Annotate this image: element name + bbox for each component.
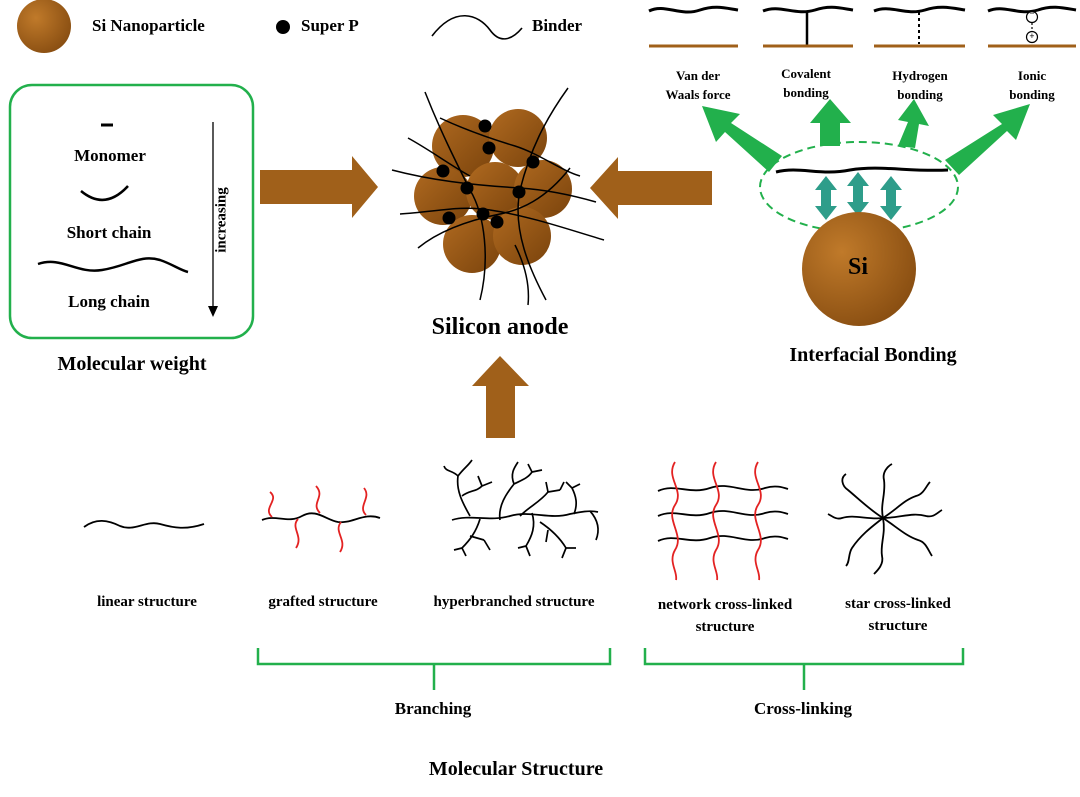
covalent-label-line1: Covalent bbox=[781, 66, 831, 81]
ionic-bond-icon bbox=[987, 5, 1077, 48]
network-structure-label-line2: structure bbox=[695, 619, 755, 635]
short-chain-label: Short chain bbox=[66, 223, 152, 242]
covalent-bond-icon bbox=[762, 5, 854, 48]
silicon-anode-cluster bbox=[391, 87, 605, 306]
long-chain-label: Long chain bbox=[68, 292, 150, 311]
arrow-structure-to-anode bbox=[472, 356, 529, 438]
covalent-label-line2: bonding bbox=[783, 85, 829, 100]
green-arrow-hydrogen bbox=[898, 99, 929, 148]
star-structure-label-line1: star cross-linked bbox=[845, 596, 951, 612]
ionic-minus-sign: − bbox=[1029, 8, 1035, 18]
molecular-structure-title: Molecular Structure bbox=[428, 758, 604, 780]
molecular-weight-title: Molecular weight bbox=[57, 353, 207, 375]
silicon-anode-title: Silicon anode bbox=[431, 314, 569, 340]
vdw-label-line1: Van der bbox=[676, 68, 720, 83]
arrow-bonding-to-anode bbox=[590, 157, 712, 219]
hydrogen-label-line1: Hydrogen bbox=[892, 68, 948, 83]
arrow-weight-to-anode bbox=[260, 156, 378, 218]
hyperbranched-structure-icon bbox=[443, 459, 599, 559]
teal-double-arrows bbox=[815, 172, 902, 220]
monomer-label: Monomer bbox=[74, 146, 146, 165]
si-label: Si bbox=[847, 254, 869, 280]
legend-super-p-icon bbox=[276, 20, 290, 34]
star-structure-icon bbox=[827, 463, 943, 575]
legend-super-p-label: Super P bbox=[301, 16, 359, 35]
long-chain-icon bbox=[37, 257, 189, 274]
hyperbranched-structure-label: hyperbranched structure bbox=[433, 594, 595, 610]
hydrogen-bond-icon bbox=[873, 5, 966, 48]
network-structure-icon bbox=[657, 461, 789, 581]
ionic-label: Ionic bonding bbox=[1009, 66, 1055, 104]
grafted-structure-label: grafted structure bbox=[268, 594, 378, 610]
crosslinking-bracket bbox=[643, 648, 965, 690]
green-arrow-covalent bbox=[810, 99, 851, 146]
hydrogen-label-line2: bonding bbox=[897, 87, 943, 102]
green-arrow-ionic bbox=[945, 104, 1030, 175]
short-chain-icon bbox=[80, 185, 129, 201]
increasing-arrow-head bbox=[208, 306, 218, 317]
interfacial-bonding-title: Interfacial Bonding bbox=[789, 344, 957, 366]
network-structure-label: network cross-linked structure bbox=[658, 594, 792, 638]
star-structure-label: star cross-linked structure bbox=[845, 593, 951, 637]
legend-binder-label: Binder bbox=[532, 16, 583, 35]
branching-bracket bbox=[256, 648, 612, 690]
legend-binder-icon bbox=[431, 14, 523, 40]
linear-structure-label: linear structure bbox=[97, 594, 197, 610]
interface-binder-chain bbox=[775, 166, 949, 174]
ionic-plus-sign: + bbox=[1029, 31, 1035, 41]
crosslinking-label: Cross-linking bbox=[754, 699, 852, 718]
vdw-label: Van der Waals force bbox=[665, 66, 730, 104]
branching-label: Branching bbox=[394, 699, 472, 718]
ionic-label-line2: bonding bbox=[1009, 87, 1055, 102]
covalent-label: Covalent bonding bbox=[781, 64, 831, 102]
star-structure-label-line2: structure bbox=[868, 618, 928, 634]
si-sphere bbox=[802, 212, 916, 326]
interface-ellipse bbox=[759, 141, 959, 233]
grafted-structure-icon bbox=[261, 485, 381, 553]
network-structure-label-line1: network cross-linked bbox=[657, 597, 793, 613]
vdw-label-line2: Waals force bbox=[665, 87, 731, 102]
linear-structure-icon bbox=[83, 519, 205, 529]
legend-si-nanoparticle-label: Si Nanoparticle bbox=[92, 16, 205, 35]
hydrogen-label: Hydrogen bonding bbox=[892, 66, 947, 104]
vdw-bond-icon bbox=[648, 5, 739, 48]
green-arrow-vdw bbox=[702, 106, 782, 172]
legend-si-nanoparticle-icon bbox=[17, 0, 71, 53]
increasing-label: increasing bbox=[213, 187, 230, 253]
ionic-label-line1: Ionic bbox=[1017, 68, 1047, 83]
molecular-weight-box bbox=[8, 83, 255, 340]
